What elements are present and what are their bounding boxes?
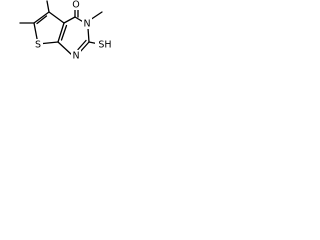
bond-c5-c6 xyxy=(33,11,50,24)
atom-s1: S xyxy=(35,40,41,51)
molecule-structure: S O N N SH xyxy=(0,0,119,74)
bond-c4a-c4 xyxy=(63,16,76,24)
bond-c2-n1 xyxy=(79,41,90,53)
atom-sh: SH xyxy=(98,40,111,51)
atom-n3: N xyxy=(83,19,90,30)
bond-c5-c6-double xyxy=(36,15,48,25)
atom-masks xyxy=(33,0,115,61)
bond-c5-methyl xyxy=(46,0,50,13)
bond-n3-c2 xyxy=(87,27,90,43)
atom-n1: N xyxy=(72,51,79,62)
bond-n1-c7a xyxy=(57,41,73,56)
atom-oxygen: O xyxy=(72,0,79,11)
bonds xyxy=(19,0,103,56)
molecule-svg: S O N N SH xyxy=(19,0,115,62)
bond-c2-n1-double xyxy=(77,39,87,51)
bond-c7a-c4a xyxy=(57,22,65,43)
bond-c5-c4a xyxy=(48,11,65,24)
bond-c7a-c4a-double xyxy=(60,24,68,41)
atom-labels: S O N N SH xyxy=(35,0,112,62)
